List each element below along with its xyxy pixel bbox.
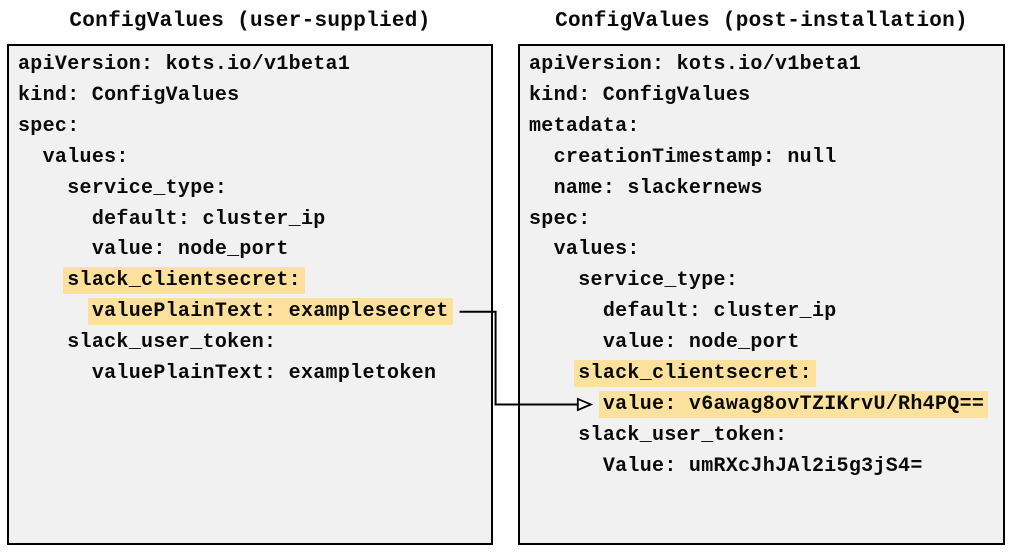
highlighted-code-text: valuePlainText: examplesecret xyxy=(87,298,453,326)
code-line: name: slackernews xyxy=(529,174,1003,205)
code-text: name: slackernews xyxy=(553,176,763,200)
post-installation-panel-title: ConfigValues (post-installation) xyxy=(555,10,968,33)
code-line: values: xyxy=(18,143,491,174)
highlighted-code-text: value: v6awag8ovTZIKrvU/Rh4PQ== xyxy=(598,390,989,418)
code-line: slack_clientsecret: xyxy=(18,266,491,297)
code-line: valuePlainText: exampletoken xyxy=(18,359,491,390)
code-text: values: xyxy=(553,238,640,262)
code-line: apiVersion: kots.io/v1beta1 xyxy=(18,50,491,81)
code-text: kind: ConfigValues xyxy=(18,83,240,107)
code-text: slack_user_token: xyxy=(578,423,788,447)
code-line: service_type: xyxy=(18,174,491,205)
code-line: value: v6awag8ovTZIKrvU/Rh4PQ== xyxy=(529,390,1003,421)
code-text: slack_user_token: xyxy=(67,331,277,355)
code-line: valuePlainText: examplesecret xyxy=(18,297,491,328)
code-line: value: node_port xyxy=(529,328,1003,359)
code-line: slack_user_token: xyxy=(529,421,1003,452)
code-line: values: xyxy=(529,235,1003,266)
code-text: metadata: xyxy=(529,114,640,138)
code-text: apiVersion: kots.io/v1beta1 xyxy=(529,53,862,76)
code-text: service_type: xyxy=(578,269,739,293)
code-line: value: node_port xyxy=(18,235,491,266)
code-line: default: cluster_ip xyxy=(18,205,491,236)
code-line: Value: umRXcJhJAl2i5g3jS4= xyxy=(529,452,1003,483)
post-installation-code-box: apiVersion: kots.io/v1beta1 kind: ConfigV… xyxy=(518,44,1005,545)
code-text: valuePlainText: exampletoken xyxy=(91,362,437,386)
code-text: value: node_port xyxy=(602,331,800,355)
highlighted-code-text: slack_clientsecret: xyxy=(63,267,305,295)
code-text: Value: umRXcJhJAl2i5g3jS4= xyxy=(602,454,923,478)
code-text: apiVersion: kots.io/v1beta1 xyxy=(18,53,351,76)
code-text: values: xyxy=(42,145,129,169)
user-supplied-code-box: apiVersion: kots.io/v1beta1 kind: ConfigV… xyxy=(7,44,493,545)
code-line: metadata: xyxy=(529,112,1003,143)
code-text: default: cluster_ip xyxy=(91,207,326,231)
code-line: spec: xyxy=(18,112,491,143)
highlighted-code-text: slack_clientsecret: xyxy=(574,360,816,388)
code-text: kind: ConfigValues xyxy=(529,83,751,107)
code-text: spec: xyxy=(529,207,591,231)
code-text: value: node_port xyxy=(91,238,289,262)
code-text: service_type: xyxy=(67,176,228,200)
code-text: creationTimestamp: null xyxy=(553,145,837,169)
code-text: spec: xyxy=(18,114,80,138)
code-line: slack_clientsecret: xyxy=(529,359,1003,390)
code-line: service_type: xyxy=(529,266,1003,297)
code-text: default: cluster_ip xyxy=(602,300,837,324)
code-line: slack_user_token: xyxy=(18,328,491,359)
code-line: spec: xyxy=(529,205,1003,236)
code-line: kind: ConfigValues xyxy=(529,81,1003,112)
code-line: default: cluster_ip xyxy=(529,297,1003,328)
code-line: kind: ConfigValues xyxy=(18,81,491,112)
user-supplied-panel-title: ConfigValues (user-supplied) xyxy=(69,10,431,33)
code-line: apiVersion: kots.io/v1beta1 xyxy=(529,50,1003,81)
code-line: creationTimestamp: null xyxy=(529,143,1003,174)
